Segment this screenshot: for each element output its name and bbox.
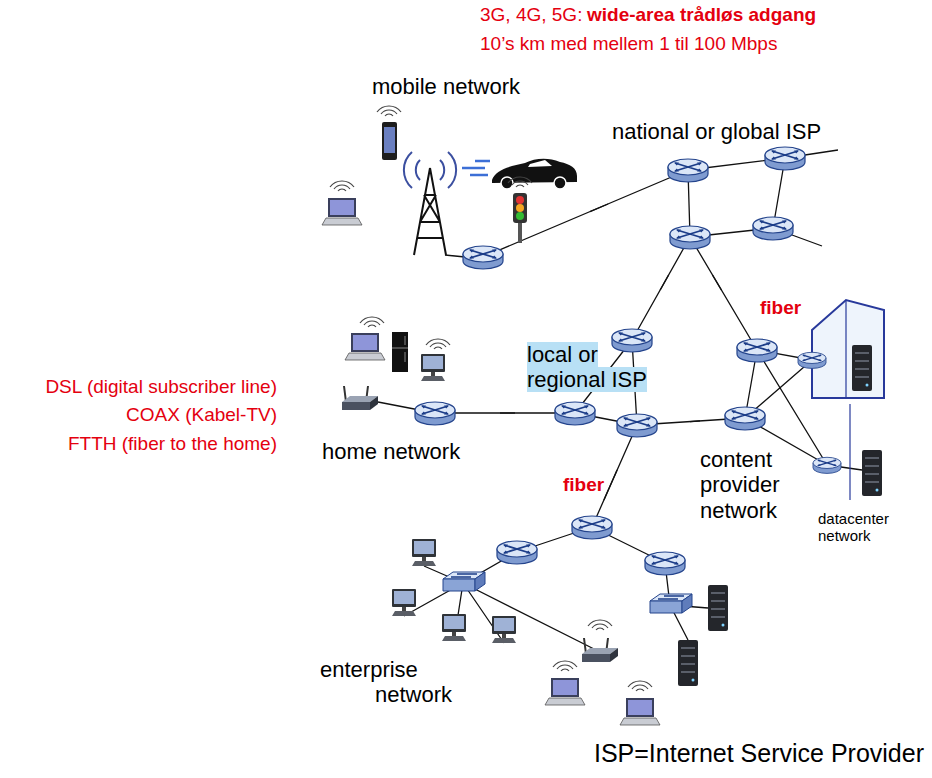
region-name: enterprise network xyxy=(320,657,452,707)
region-shape xyxy=(305,70,590,295)
annotation-text: ISP=Internet Service Provider xyxy=(594,738,924,768)
region-label-box: datacenter network xyxy=(818,510,900,545)
annotation-text: DSL (digital subscriber line) xyxy=(45,376,277,399)
annotation-text: 3G, 4G, 5G: xyxy=(480,4,582,27)
isp-region: local or regional ISP xyxy=(515,290,690,470)
annotation-text: FTTH (fiber to the home) xyxy=(68,433,277,456)
region-name: content provider network xyxy=(700,447,779,523)
region-label-box: enterprise network xyxy=(320,657,470,708)
region-name: local or regional ISP xyxy=(527,342,647,392)
network-link xyxy=(713,275,722,290)
region-name: national or global ISP xyxy=(612,119,821,144)
content-region: content provider network datacenter netwo… xyxy=(700,290,910,555)
region-label-box: content provider network xyxy=(700,447,788,523)
network-link xyxy=(660,275,668,290)
isp-region: national or global ISP xyxy=(608,95,840,275)
annotation-text: COAX (Kabel-TV) xyxy=(126,404,277,427)
link-lines xyxy=(378,150,862,652)
annotation-text: fiber xyxy=(760,297,801,320)
region-label-box: local or regional ISP xyxy=(527,342,657,393)
annotation-text: wide-area trådløs adgang xyxy=(587,4,816,27)
home-devices xyxy=(342,317,450,410)
enterprise-region: enterprise network xyxy=(315,500,890,735)
home-region: home network xyxy=(292,300,500,470)
datacenter-building: datacenter network xyxy=(790,400,905,550)
mobile-devices xyxy=(322,106,577,255)
region-name: mobile network xyxy=(372,74,520,99)
network-link xyxy=(590,204,608,212)
network-link xyxy=(500,412,515,413)
network-link xyxy=(604,470,617,500)
region-label-box: mobile network xyxy=(372,74,572,99)
region-name: home network xyxy=(322,439,460,464)
region-label-box: home network xyxy=(322,439,492,464)
mobile-region: mobile network xyxy=(305,70,590,295)
region-label-box: national or global ISP xyxy=(612,119,838,144)
region-name: datacenter network xyxy=(818,510,889,544)
edge-label: fiber xyxy=(563,474,604,497)
buildings xyxy=(812,300,884,500)
router-icons xyxy=(415,147,841,613)
network-link xyxy=(690,420,700,422)
annotation-text: 10’s km med mellem 1 til 100 Mbps xyxy=(480,33,777,56)
